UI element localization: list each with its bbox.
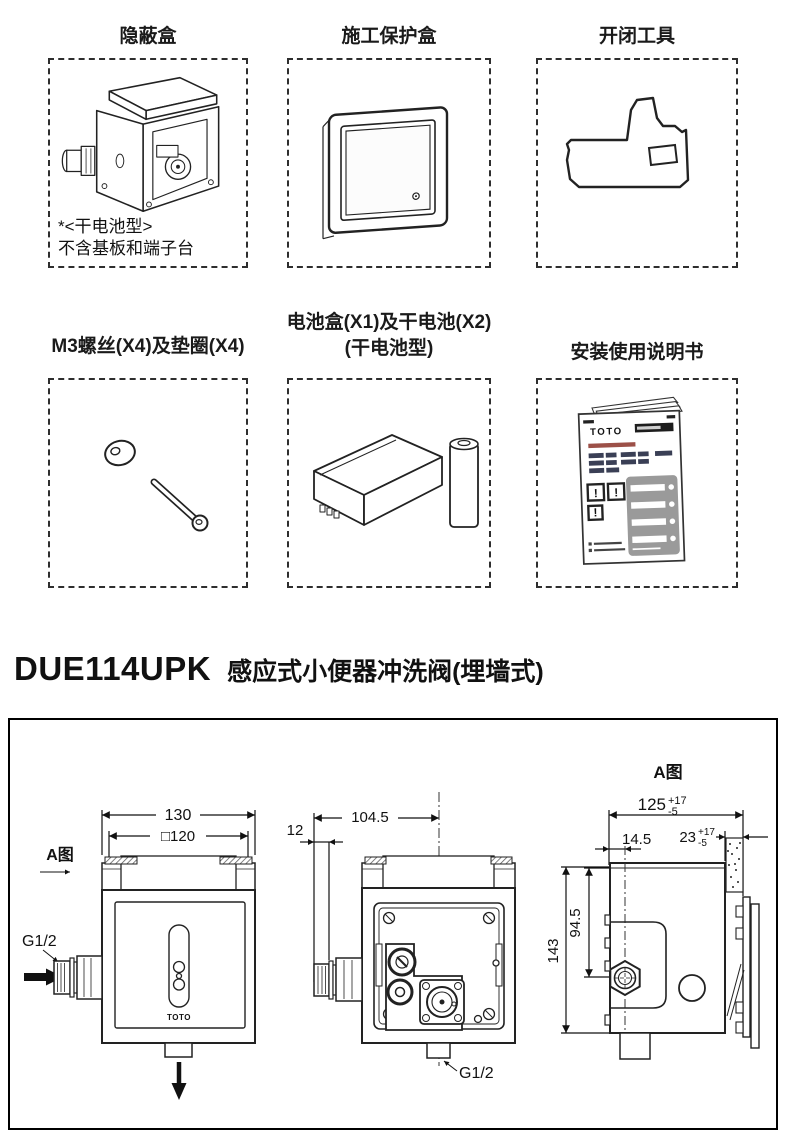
- dim-23-plus: +17: [698, 827, 715, 838]
- side-mount-bumps: [604, 914, 611, 1026]
- screw-washer-drawing: [104, 439, 209, 532]
- dim-12: [300, 839, 343, 960]
- outlet-leader: [443, 1060, 458, 1072]
- product-name: 感应式小便器冲洗阀(埋墙式): [227, 658, 544, 686]
- product-model: DUE114UPK: [14, 650, 212, 687]
- dim-23-minus: -5: [698, 838, 707, 849]
- dim-143-label: 143: [545, 938, 562, 963]
- dim-94-5-label: 94.5: [567, 908, 584, 937]
- open-close-tool-drawing: [565, 96, 690, 189]
- side-hex-fitting: [609, 959, 641, 997]
- manual-toto-logo: TOTO: [590, 426, 623, 438]
- dim-23: [716, 831, 768, 861]
- washer: [104, 439, 136, 467]
- side-outlet-stub: [619, 1032, 651, 1060]
- tool-silhouette: [565, 96, 690, 189]
- part-label-concealed-box: 隐蔽盒: [119, 26, 177, 47]
- product-title: DUE114UPK 感应式小便器冲洗阀(埋墙式): [14, 650, 544, 688]
- open-box-inlet-fitting: [313, 957, 363, 1002]
- dim-23-label: 23: [679, 829, 696, 846]
- front-view-ref-label: A图: [46, 846, 74, 864]
- battery-type-note: *<干电池型> 不含基板和端子台: [58, 217, 194, 258]
- dim-130: [101, 810, 256, 855]
- wall-section: [725, 837, 744, 893]
- part-box-tool: [536, 58, 738, 268]
- svg-text:!: !: [614, 486, 618, 499]
- sensor-eyes: [172, 960, 186, 991]
- battery-box-drawing: [313, 434, 479, 528]
- side-housing: [610, 921, 667, 1009]
- front-toto-logo: TOTO: [167, 1013, 191, 1022]
- side-view-title: A图: [653, 763, 682, 782]
- part-label-battery: 电池盒(X1)及干电池(X2) (干电池型): [286, 312, 492, 359]
- protection-box-drawing: [322, 106, 449, 240]
- manual-text-rows: [588, 450, 673, 474]
- front-cover: [101, 855, 256, 891]
- front-inlet-fitting: [53, 955, 103, 1000]
- left-rail: [375, 943, 383, 987]
- dim-120-label: □120: [161, 828, 195, 845]
- faceplate-assembly: [726, 896, 760, 1049]
- dim-130-label: 130: [165, 807, 192, 824]
- side-view: A图 125 +17 -5 23 +17 -5 14.5: [545, 763, 768, 1060]
- open-box-cover: [361, 855, 516, 889]
- part-box-manual: TOTO: [536, 378, 738, 588]
- side-port-circle: [678, 974, 706, 1002]
- part-label-protection-box: 施工保护盒: [341, 26, 437, 47]
- part-box-battery: [287, 378, 491, 588]
- battery-box-side: [363, 456, 443, 526]
- connector: [319, 504, 326, 513]
- side-hole: [115, 153, 125, 169]
- inlet-leader: [42, 949, 59, 963]
- dim-12-label: 12: [287, 822, 304, 839]
- manual-footnotes: [588, 541, 626, 553]
- manual-drawing: TOTO: [577, 396, 686, 565]
- part-label-manual: 安装使用说明书: [570, 342, 704, 363]
- valve-mechanism: [385, 943, 465, 1031]
- dim-125-label: 125: [638, 795, 666, 814]
- part-box-concealed: *<干电池型> 不含基板和端子台: [48, 58, 248, 268]
- dim-125-plus: +17: [668, 795, 687, 807]
- outlet-label: G1/2: [459, 1065, 494, 1082]
- caution-icons: [586, 482, 626, 522]
- front-view: 130 □120 A图 TOTO: [22, 807, 256, 1100]
- dim-104-5-label: 104.5: [351, 809, 389, 826]
- svg-text:!: !: [593, 506, 597, 519]
- part-box-screws: [48, 378, 248, 588]
- front-inlet-label: G1/2: [22, 933, 57, 950]
- part-label-screws: M3螺丝(X4)及垫圈(X4): [51, 336, 245, 357]
- recessed-panel: [345, 124, 431, 216]
- technical-drawing: 130 □120 A图 TOTO: [22, 763, 768, 1100]
- lid-left: [108, 90, 147, 121]
- part-label-tool: 开闭工具: [598, 26, 675, 47]
- dim-14-5-label: 14.5: [622, 831, 651, 848]
- dim-104-5: [313, 813, 439, 982]
- dim-143: [561, 866, 610, 1034]
- bottom-outlet-stub: [426, 1042, 451, 1059]
- dim-120: [108, 831, 249, 860]
- dimension-drawing-panel: 130 □120 A图 TOTO: [8, 718, 778, 1130]
- part-box-protection: [287, 58, 491, 268]
- dim-125-minus: -5: [668, 806, 678, 818]
- concealed-box-drawing: [61, 76, 220, 212]
- tool-hole: [647, 143, 679, 167]
- manual-panel-fields: [630, 484, 676, 551]
- side-body: [609, 862, 726, 1034]
- dry-battery: [449, 442, 479, 528]
- front-outlet-stub: [164, 1042, 193, 1058]
- open-box-view: 104.5 12: [287, 792, 516, 1082]
- flow-down-arrow: [171, 1062, 187, 1100]
- svg-text:!: !: [594, 487, 598, 500]
- manual-title-bar: [588, 442, 636, 449]
